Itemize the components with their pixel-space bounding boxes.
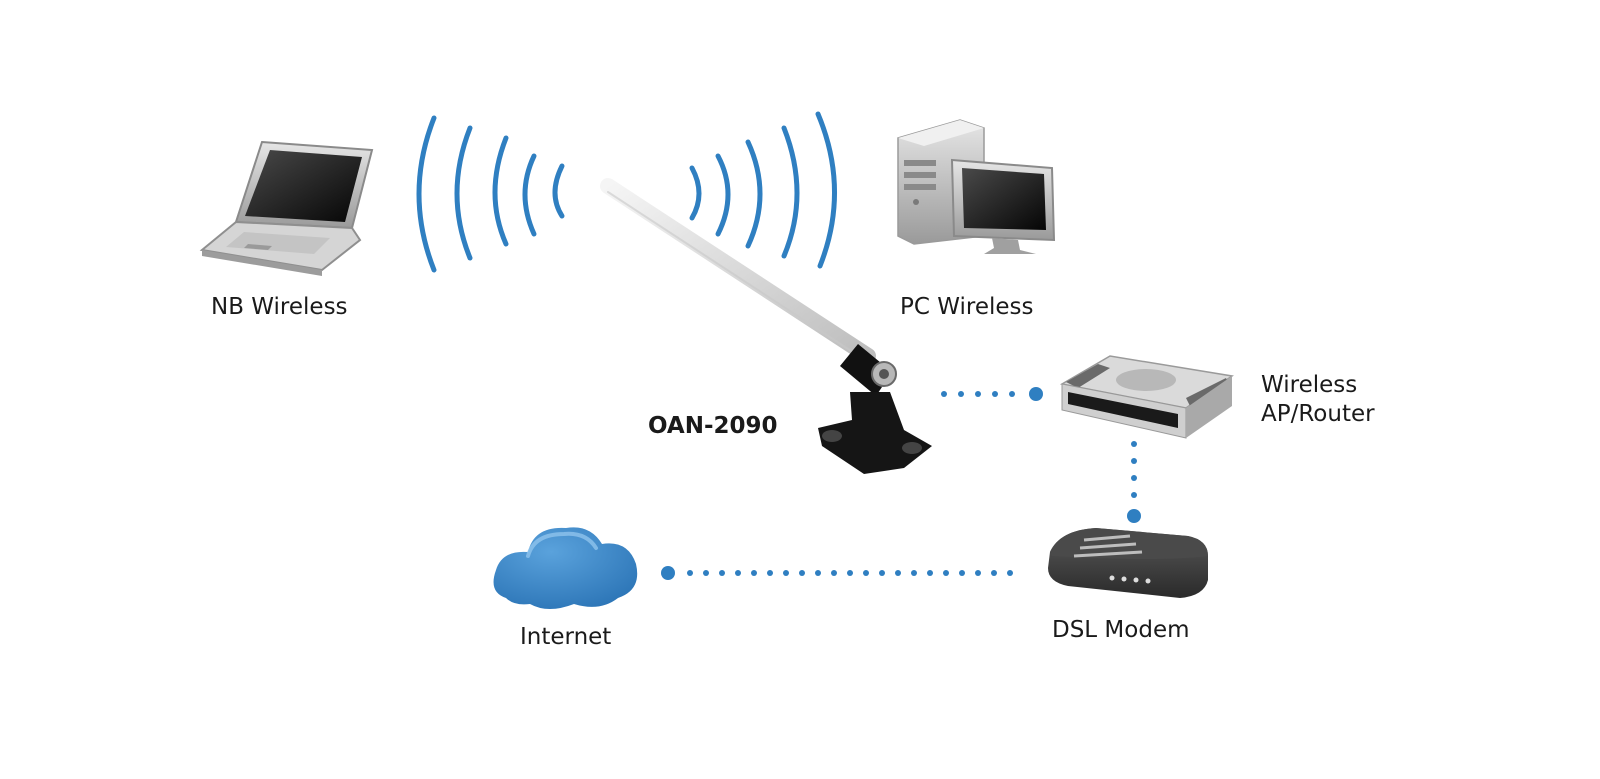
label-pc-wireless: PC Wireless <box>900 294 1034 320</box>
label-router-line2: AP/Router <box>1261 401 1375 427</box>
label-internet: Internet <box>520 624 612 650</box>
link-antenna-router <box>941 387 1043 401</box>
link-internet-modem <box>661 566 1013 580</box>
router-icon <box>1059 355 1234 439</box>
link-router-modem <box>1127 441 1141 523</box>
cloud-icon <box>493 527 638 609</box>
desktop-computer-icon <box>897 119 1056 254</box>
label-antenna-model: OAN-2090 <box>648 413 778 439</box>
wireless-signal-icon <box>416 115 565 273</box>
dsl-modem-icon <box>1048 528 1208 598</box>
wireless-signal-icon <box>689 111 837 269</box>
label-router-line1: Wireless <box>1261 372 1358 398</box>
laptop-icon <box>199 140 374 276</box>
antenna-icon <box>600 178 932 474</box>
label-nb-wireless: NB Wireless <box>211 294 348 320</box>
label-dsl-modem: DSL Modem <box>1052 617 1190 643</box>
